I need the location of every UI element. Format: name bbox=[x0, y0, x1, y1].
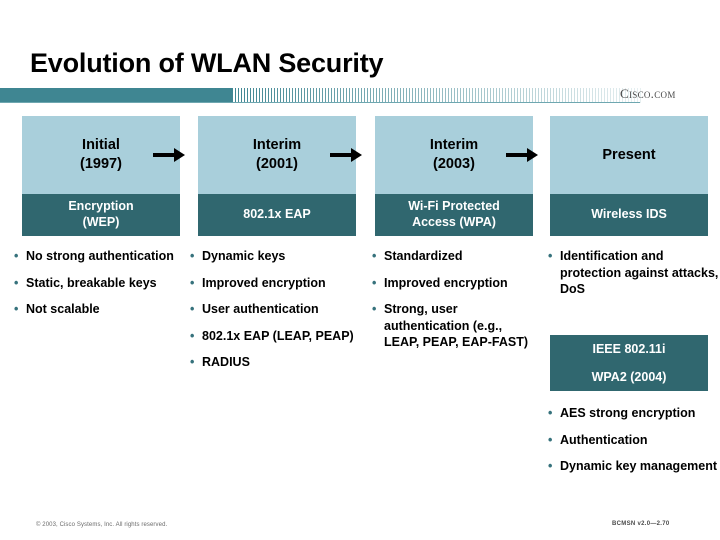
callout-wpa2-2004: WPA2 (2004) bbox=[550, 363, 708, 391]
technology-label-line1: 802.1x EAP bbox=[243, 207, 311, 222]
technology-band-wireless-ids: Wireless IDS bbox=[550, 194, 708, 236]
arrow-right-icon bbox=[153, 148, 185, 162]
bullet-text: User authentication bbox=[202, 302, 319, 316]
bullet-text: Standardized bbox=[384, 249, 463, 263]
timeline-column-initial-1997: Initial (1997) Encryption (WEP) bbox=[22, 116, 180, 236]
list-item: • Dynamic keys bbox=[190, 248, 362, 265]
list-item: • Strong, user authentication (e.g., LEA… bbox=[372, 301, 540, 351]
bullet-text: Improved encryption bbox=[384, 275, 508, 290]
bullet-marker-icon: • bbox=[190, 275, 195, 290]
timeline-column-interim-2001: Interim (2001) 802.1x EAP bbox=[198, 116, 356, 236]
bullet-marker-icon: • bbox=[190, 302, 195, 316]
bullet-marker-icon: • bbox=[372, 302, 377, 316]
header-band-solid-segment bbox=[0, 88, 232, 103]
arrow-head bbox=[527, 148, 538, 162]
era-label-line1: Interim bbox=[252, 137, 302, 154]
arrow-right-icon bbox=[330, 148, 362, 162]
bullet-marker-icon: • bbox=[548, 432, 553, 447]
technology-label-line2: Access (WPA) bbox=[412, 215, 496, 229]
arrow-shaft bbox=[330, 153, 352, 157]
list-item: • Improved encryption bbox=[190, 275, 362, 292]
bullet-marker-icon: • bbox=[372, 249, 377, 263]
bullet-text: Static, breakable keys bbox=[26, 275, 157, 290]
era-label-line2: (2001) bbox=[256, 156, 298, 172]
era-header-interim-2001: Interim (2001) bbox=[198, 116, 356, 194]
technology-label-line1: Encryption bbox=[68, 199, 134, 214]
bullet-marker-icon: • bbox=[548, 459, 553, 473]
era-label-line1: Present bbox=[602, 146, 656, 163]
bullet-text: Strong, user authentication (e.g., LEAP,… bbox=[384, 302, 529, 349]
bullet-marker-icon: • bbox=[14, 302, 19, 316]
bullet-text: Authentication bbox=[560, 432, 648, 447]
bullet-text: Not scalable bbox=[26, 302, 100, 316]
arrow-head bbox=[174, 148, 185, 162]
era-label-line1: Interim bbox=[429, 137, 479, 154]
header-band-underline bbox=[0, 102, 640, 103]
list-item: • Authentication bbox=[548, 432, 720, 449]
timeline-column-interim-2003: Interim (2003) Wi-Fi Protected Access (W… bbox=[375, 116, 533, 236]
bullet-list-initial: • No strong authentication • Static, bre… bbox=[14, 248, 182, 328]
bullet-marker-icon: • bbox=[190, 249, 195, 263]
bullet-text: RADIUS bbox=[202, 355, 250, 369]
bullet-text: Dynamic keys bbox=[202, 249, 286, 263]
list-item: • Identification and protection against … bbox=[548, 248, 720, 298]
list-item: • Not scalable bbox=[14, 301, 182, 318]
technology-label-line1: Wi-Fi Protected bbox=[408, 199, 500, 214]
bullet-text: Improved encryption bbox=[202, 275, 326, 290]
copyright-notice: © 2003, Cisco Systems, Inc. All rights r… bbox=[36, 522, 168, 528]
era-label-line1: Initial bbox=[82, 137, 120, 154]
arrow-head bbox=[351, 148, 362, 162]
bullet-list-interim-2001: • Dynamic keys • Improved encryption • U… bbox=[190, 248, 362, 381]
list-item: • Static, breakable keys bbox=[14, 275, 182, 292]
bullet-list-present-secondary: • AES strong encryption • Authentication… bbox=[548, 405, 720, 485]
list-item: • Standardized bbox=[372, 248, 540, 265]
bullet-list-present: • Identification and protection against … bbox=[548, 248, 720, 308]
bullet-list-interim-2003: • Standardized • Improved encryption • S… bbox=[372, 248, 540, 361]
list-item: • User authentication bbox=[190, 301, 362, 318]
bullet-marker-icon: • bbox=[14, 249, 19, 263]
list-item: • Dynamic key management bbox=[548, 458, 720, 475]
bullet-marker-icon: • bbox=[190, 355, 195, 369]
technology-label-line2: (WEP) bbox=[82, 215, 120, 229]
bullet-text: Dynamic key management bbox=[560, 459, 718, 473]
bullet-marker-icon: • bbox=[190, 328, 195, 343]
list-item: • 802.1x EAP (LEAP, PEAP) bbox=[190, 328, 362, 345]
header-band-stripe-pattern bbox=[232, 88, 642, 103]
timeline-column-present: Present Wireless IDS bbox=[550, 116, 708, 236]
bullet-marker-icon: • bbox=[372, 275, 377, 290]
bullet-text: Identification and protection against at… bbox=[560, 249, 719, 296]
bullet-text: AES strong encryption bbox=[560, 406, 696, 420]
technology-band-wep: Encryption (WEP) bbox=[22, 194, 180, 236]
list-item: • No strong authentication bbox=[14, 248, 182, 265]
bullet-marker-icon: • bbox=[548, 249, 553, 263]
cisco-com-brand-label: Cisco.com bbox=[620, 86, 676, 101]
era-header-present: Present bbox=[550, 116, 708, 194]
callout-ieee-80211i: IEEE 802.11i bbox=[550, 335, 708, 363]
list-item: • Improved encryption bbox=[372, 275, 540, 292]
technology-label-line1: Wireless IDS bbox=[591, 207, 667, 222]
list-item: • AES strong encryption bbox=[548, 405, 720, 422]
technology-band-wpa: Wi-Fi Protected Access (WPA) bbox=[375, 194, 533, 236]
technology-band-8021x-eap: 802.1x EAP bbox=[198, 194, 356, 236]
brand-header-band bbox=[0, 88, 720, 103]
bullet-marker-icon: • bbox=[548, 406, 553, 420]
page-title: Evolution of WLAN Security bbox=[30, 48, 384, 78]
bullet-text: 802.1x EAP (LEAP, PEAP) bbox=[202, 328, 354, 343]
era-label-line2: (2003) bbox=[433, 156, 475, 172]
bullet-text: No strong authentication bbox=[26, 249, 174, 263]
list-item: • RADIUS bbox=[190, 354, 362, 371]
bullet-marker-icon: • bbox=[14, 275, 19, 290]
arrow-shaft bbox=[153, 153, 175, 157]
arrow-right-icon bbox=[506, 148, 538, 162]
standards-callout-group: IEEE 802.11i WPA2 (2004) bbox=[550, 335, 708, 391]
arrow-shaft bbox=[506, 153, 528, 157]
era-label-line2: (1997) bbox=[80, 156, 122, 172]
course-identifier: BCMSN v2.0—2.70 bbox=[612, 521, 670, 527]
